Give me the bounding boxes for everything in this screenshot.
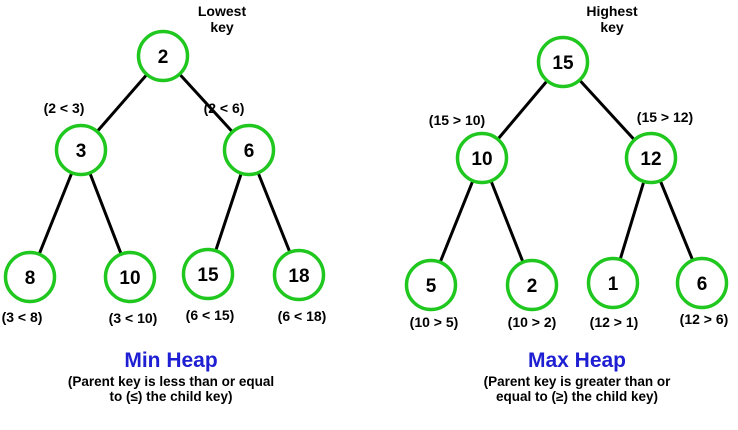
max-heap-node-circle <box>455 131 509 185</box>
max-heap-title: Max Heap <box>527 349 627 372</box>
max-heap-node-value: 5 <box>426 276 437 297</box>
min-heap-node-value: 15 <box>197 265 219 286</box>
max-heap-node-circle <box>505 258 559 312</box>
max-heap-edge-label: (12 > 6) <box>680 311 729 327</box>
max-heap-node-circle <box>404 258 458 312</box>
min-heap-edge-label: (3 < 8) <box>2 309 43 325</box>
min-heap-node-value: 10 <box>119 268 140 289</box>
min-heap-edge-label: (3 < 10) <box>109 310 158 326</box>
min-heap-node-value: 18 <box>288 266 309 287</box>
min-heap-title: Min Heap <box>124 349 218 372</box>
min-heap-caption: Min Heap (Parent key is less than or equ… <box>41 349 301 405</box>
max-heap-edge-label: (10 > 5) <box>410 314 459 330</box>
min-heap-root-annotation: Lowest key <box>197 3 247 35</box>
min-heap-node-circle <box>136 29 190 83</box>
max-heap-node-value: 2 <box>527 276 538 297</box>
max-heap-root-annotation: Highest key <box>586 3 638 35</box>
min-heap-subtitle: (Parent key is less than or equal to (≤)… <box>67 374 275 404</box>
min-heap-node-circle <box>103 250 157 304</box>
max-heap-node-circle <box>675 256 729 310</box>
max-heap-node-value: 12 <box>640 149 661 170</box>
min-heap-node-value: 2 <box>158 47 169 68</box>
min-heap-edge-label: (2 < 6) <box>204 100 245 116</box>
min-heap-node-value: 8 <box>25 268 36 289</box>
max-heap-edge-label: (10 > 2) <box>508 314 557 330</box>
max-heap-node-value: 15 <box>552 53 574 74</box>
min-heap-node-value: 3 <box>76 141 87 162</box>
min-heap-edge-label: (2 < 3) <box>44 100 85 116</box>
min-heap-edge-label: (6 < 15) <box>186 307 235 323</box>
min-heap-node-circle <box>3 250 57 304</box>
max-heap-node-value: 6 <box>697 274 708 295</box>
min-heap-node-value: 6 <box>244 141 255 162</box>
max-heap-node-value: 10 <box>471 149 492 170</box>
min-heap-node-circle <box>181 247 235 301</box>
max-heap-node-circle <box>586 256 640 310</box>
max-heap-edge-label: (15 > 12) <box>637 109 693 125</box>
min-heap-node-circle <box>54 123 108 177</box>
min-heap-node-circle <box>222 123 276 177</box>
min-heap-node-circle <box>272 248 326 302</box>
max-heap-node-value: 1 <box>608 274 619 295</box>
max-heap-node-circle <box>536 35 590 89</box>
min-heap-edge-label: (6 < 18) <box>278 308 327 324</box>
max-heap-caption: Max Heap (Parent key is greater than or … <box>447 349 707 405</box>
max-heap-subtitle: (Parent key is greater than or equal to … <box>483 374 671 404</box>
max-heap-edge-label: (12 > 1) <box>590 314 639 330</box>
max-heap-node-circle <box>624 131 678 185</box>
max-heap-edge-label: (15 > 10) <box>429 112 485 128</box>
